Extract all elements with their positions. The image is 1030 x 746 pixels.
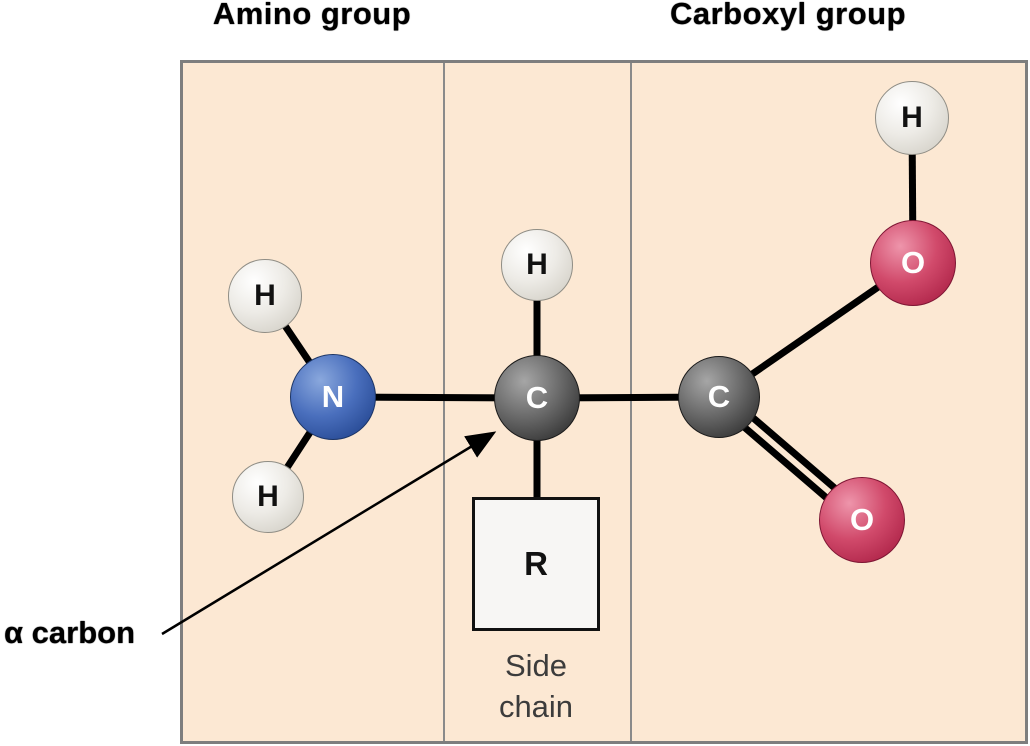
panel-divider-left	[443, 63, 445, 741]
atom-label: H	[257, 480, 279, 513]
atom-hydrogen-amino-top: H	[228, 259, 302, 333]
atom-label: H	[526, 248, 548, 281]
panel-divider-right	[630, 63, 632, 741]
atom-label: C	[525, 380, 549, 415]
atom-carbon-alpha: C	[494, 355, 580, 441]
atom-oxygen-hydroxyl: O	[870, 220, 956, 306]
r-group-label: R	[524, 545, 548, 582]
atom-label: O	[849, 502, 875, 537]
alpha-carbon-label: α carbon	[4, 615, 136, 650]
side-chain-r-box: R	[472, 497, 600, 631]
atom-nitrogen: N	[290, 354, 376, 440]
atom-label: H	[254, 279, 276, 312]
amino-group-label: Amino group	[212, 0, 412, 31]
atom-hydrogen-amino-bottom: H	[232, 461, 304, 533]
atom-carbon-carboxyl: C	[678, 356, 760, 438]
atom-oxygen-carbonyl: O	[819, 477, 905, 563]
atom-label: O	[900, 245, 926, 280]
atom-hydrogen-alpha: H	[501, 229, 573, 301]
side-chain-caption-line2: chain	[498, 689, 574, 724]
atom-label: C	[707, 379, 731, 414]
atom-hydrogen-hydroxyl: H	[875, 81, 949, 155]
side-chain-caption-line1: Side	[504, 648, 568, 683]
atom-label: N	[321, 379, 345, 414]
carboxyl-group-label: Carboxyl group	[669, 0, 907, 31]
atom-label: H	[901, 101, 923, 134]
alpha-carbon-arrow	[161, 431, 497, 636]
side-chain-caption: Side chain	[455, 645, 617, 727]
